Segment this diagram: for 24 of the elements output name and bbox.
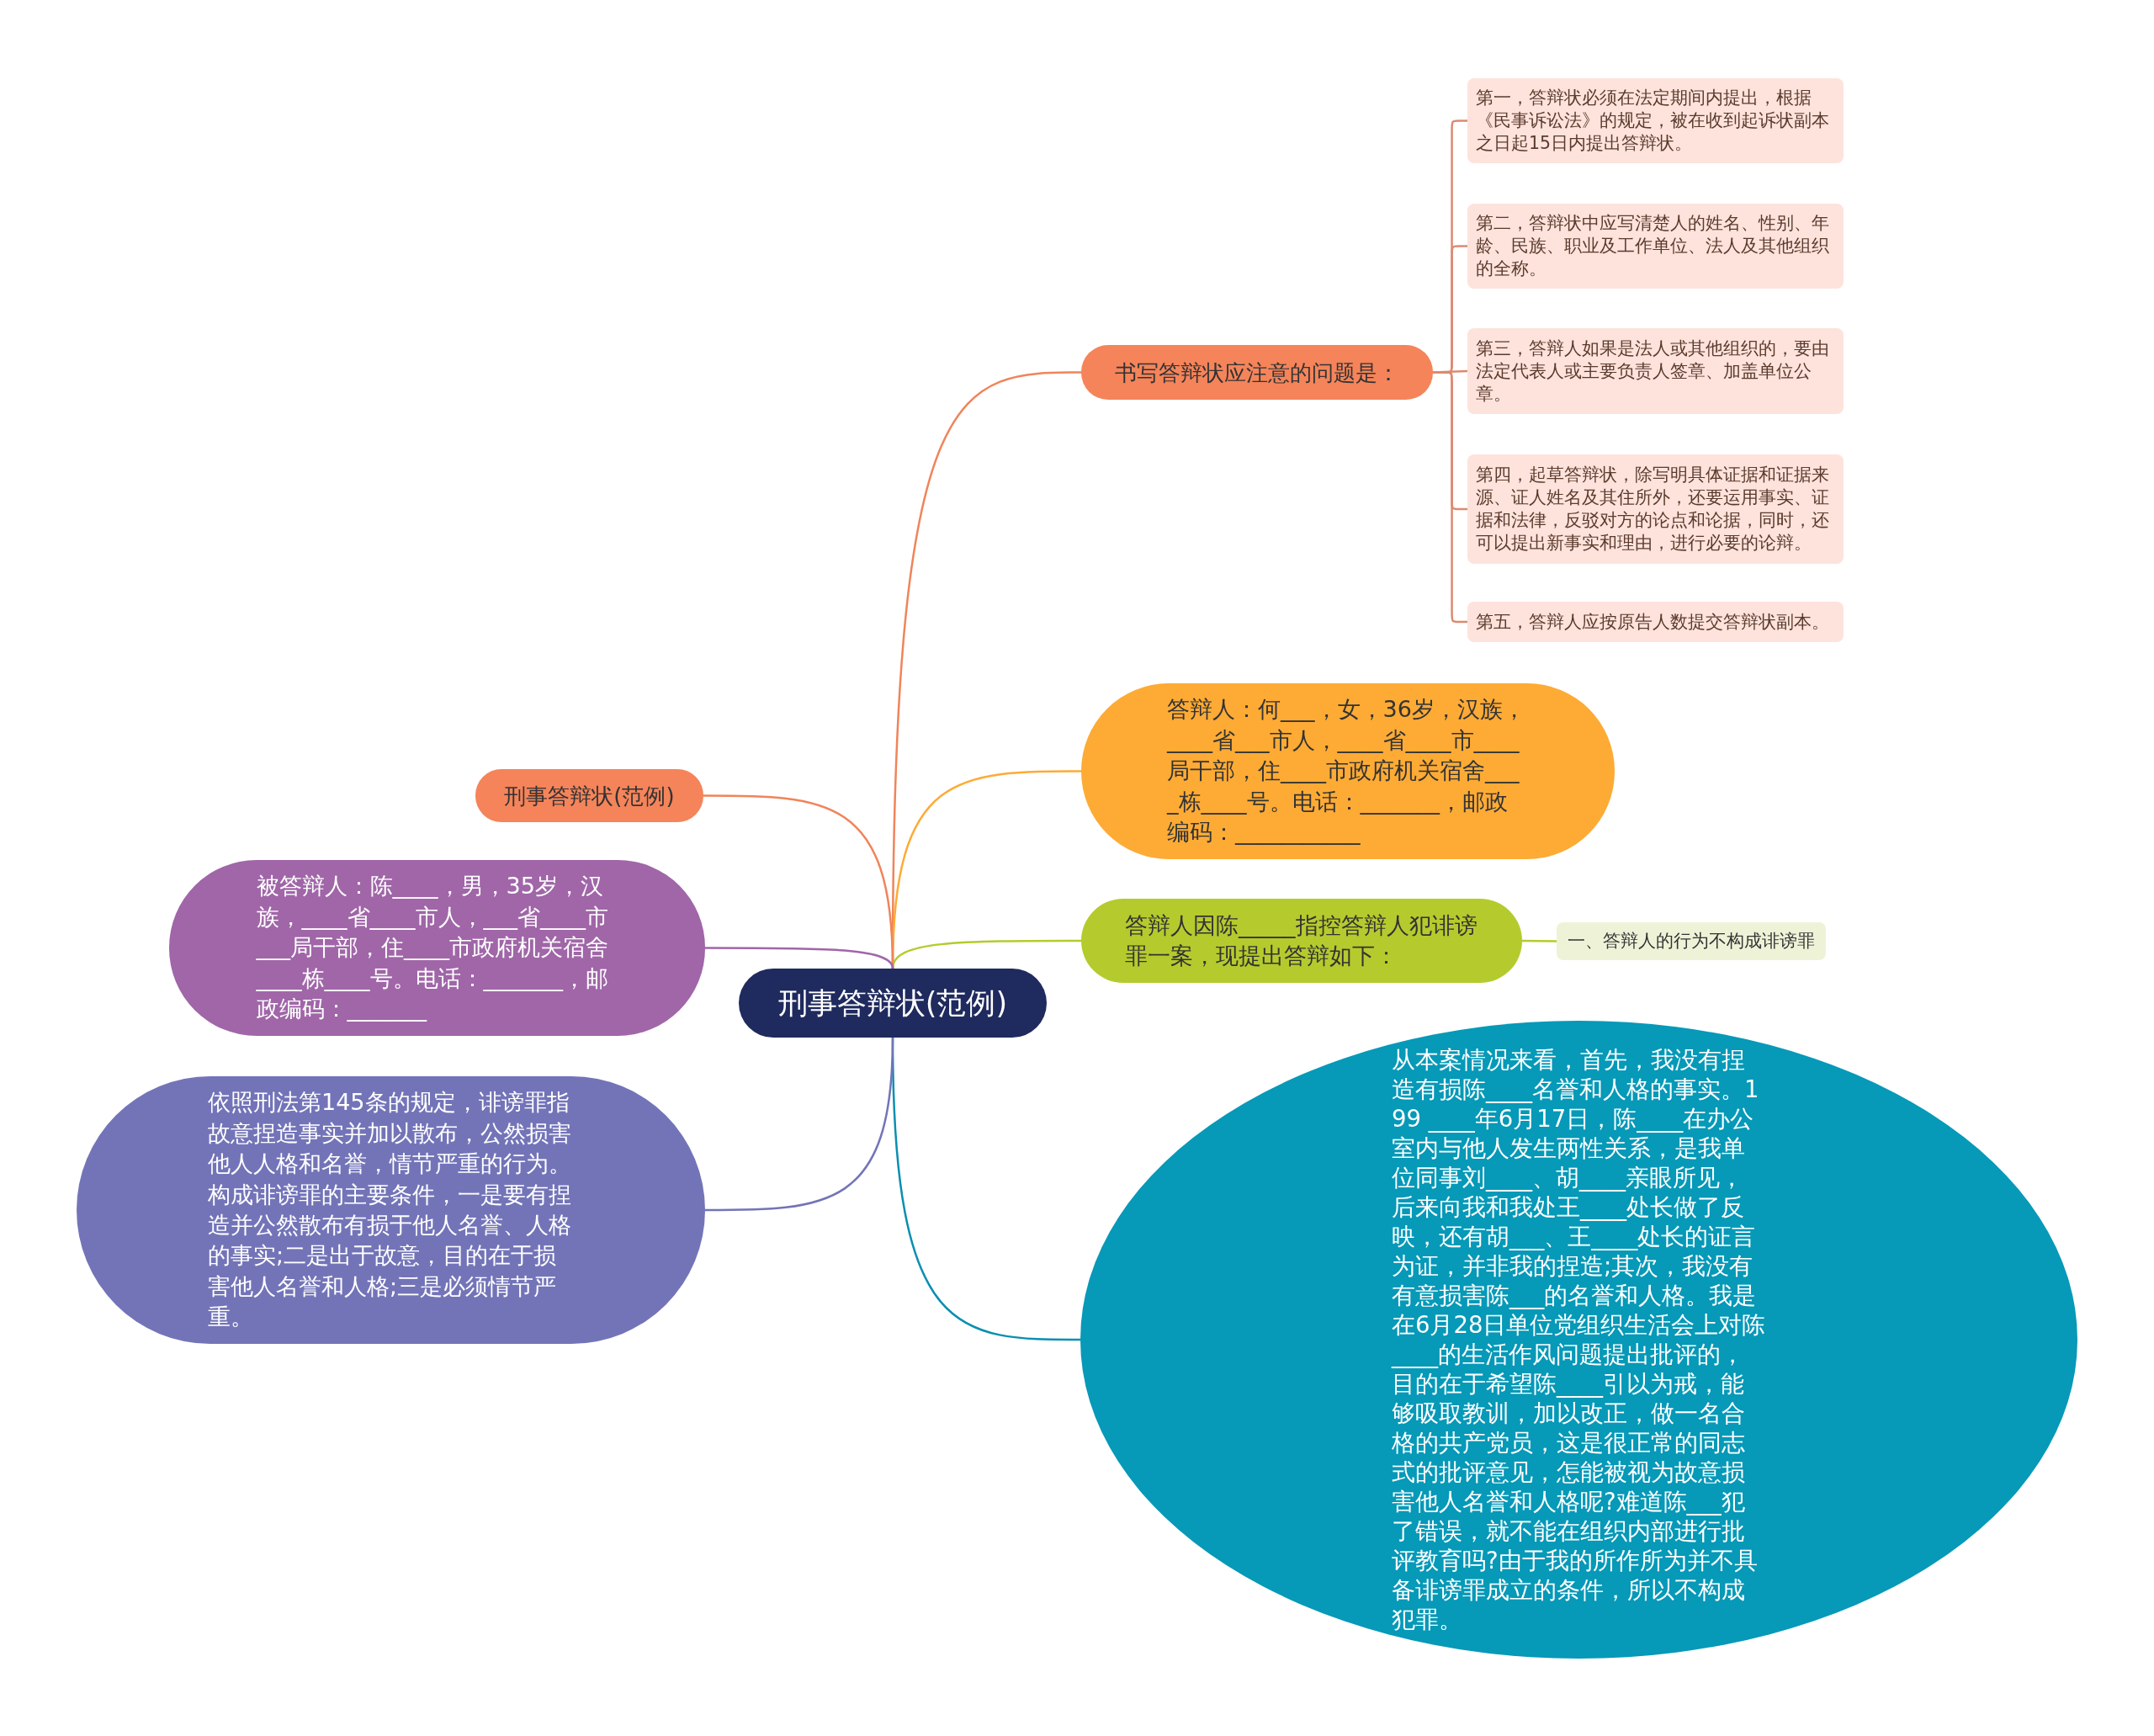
note-card xyxy=(1467,78,1844,163)
note-card xyxy=(1467,204,1844,289)
note-card xyxy=(1557,922,1826,960)
note-card xyxy=(1467,454,1844,564)
topic-text: 第二，答辩状中应写清楚人的姓名、性别、年龄、民族、职业及工作单位、法人及其他组织的全称。 xyxy=(1476,212,1830,280)
topic-text: 答辩人：何___，女，36岁，汉族，____省___市人，____省____市____局干部，住____市政府机关宿舍___ _栋____号。电话：_______，邮政编码：___________ xyxy=(1167,695,1526,847)
topic-text: 第三，答辩人如果是法人或其他组织的，要由法定代表人或主要负责人签章、加盖单位公章。 xyxy=(1476,337,1830,406)
topic-text: 答辩人因陈_____指控答辩人犯诽谤罪一案，现提出答辩如下： xyxy=(1125,911,1478,970)
topic-text: 被答辩人：陈____，男，35岁，汉族，____省____市人，___省____市___局干部，住____市政府机关宿舍____栋____号。电话：_______，邮政编码：_______ xyxy=(256,872,609,1024)
topic-text: 从本案情况来看，首先，我没有捏造有损陈____名誉和人格的事实。199 ____年6月17日，陈____在办公室内与他人发生两性关系，是我单位同事刘____、胡____亲眼所见，后来向我和我处王____处长做了反映，还有胡___、王____处长的证言为证，并非我的捏造;其次，我没有有意损害陈___的名誉和人格。我是在6月28日单位党组织生活会上对陈____的生活作风问题提出批评的，目的在于希望陈____引以为戒，能够吸取教训，加以改正，做一名合格的共产党员，这是很正常的同志式的批评意见，怎能被视为故意损害他人名誉和人格呢?难道陈___犯了错误，就不能在组织内部进行批评教育吗?由于我的所作所为并不具备诽谤罪成立的条件，所以不构成犯罪。 xyxy=(1392,1045,1766,1634)
connector-line xyxy=(1433,371,1467,624)
topic-text: 第一，答辩状必须在法定期间内提出，根据《民事诉讼法》的规定，被在收到起诉状副本之日起15日内提出答辩状。 xyxy=(1476,87,1830,155)
note-card xyxy=(1467,328,1844,414)
connector-line xyxy=(1522,939,1557,942)
topic-text: 第五，答辩人应按原告人数提交答辩状副本。 xyxy=(1476,610,1830,634)
topic-text: 第四，起草答辩状，除写明具体证据和证据来源、证人姓名及其住所外，还要运用事实、证据和法律，反驳对方的论点和论据，同时，还可以提出新事实和理由，进行必要的论辩。 xyxy=(1476,464,1830,555)
note-card xyxy=(1467,602,1844,642)
topic-text: 依照刑法第145条的规定，诽谤罪指故意捏造事实并加以散布，公然损害他人人格和名誉，情节严重的行为。构成诽谤罪的主要条件，一是要有捏造并公然散布有损于他人名誉、人格的事实;二是出于故意，目的在于损害他人名誉和人格;三是必须情节严重。 xyxy=(208,1088,572,1332)
topic-text: 书写答辩状应注意的问题是： xyxy=(1115,358,1399,387)
topic-title: 刑事答辩状(范例) xyxy=(777,985,1008,1022)
topic-text: 一、答辩人的行为不构成诽谤罪 xyxy=(1568,930,1815,953)
topic-text: 刑事答辩状(范例) xyxy=(504,782,675,810)
connector-line xyxy=(705,1037,894,1212)
connector-line xyxy=(705,947,894,969)
